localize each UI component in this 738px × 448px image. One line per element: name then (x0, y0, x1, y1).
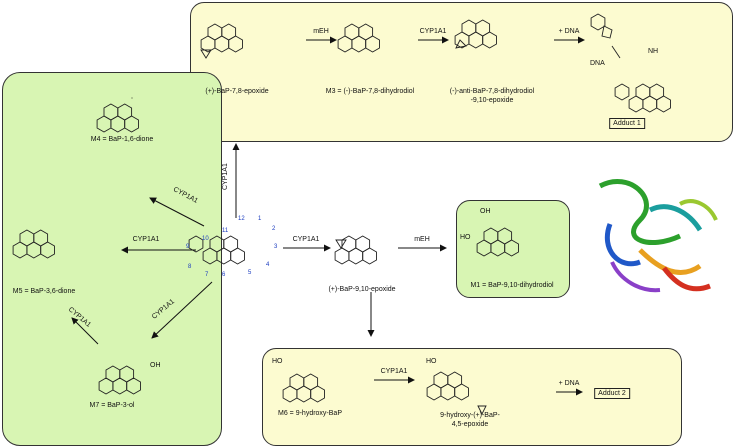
hydroxy-bap-45-epoxide-structure (427, 372, 487, 416)
protein-structure-icon (598, 179, 718, 293)
m7-structure (99, 366, 140, 394)
adduct1-label: Adduct 1 (609, 118, 645, 129)
arrow-right-label: CYP1A1 (292, 236, 320, 243)
adduct2-label: Adduct 2 (594, 388, 630, 399)
epoxide-label: (+)-BaP-9,10-epoxide (328, 286, 396, 293)
left-metabolite-box (2, 72, 222, 446)
ring-number-12: 12 (238, 216, 245, 222)
m6-structure (283, 374, 324, 402)
compound-m3: M3 = (-)-BaP-7,8-dihydrodiol (325, 88, 415, 95)
m1-oh-label: OH (480, 208, 491, 215)
center-bap-structure (188, 235, 244, 264)
bap-diol-epoxide-structure (455, 20, 496, 49)
ring-number-3: 3 (274, 244, 278, 250)
compound-bap-78-epoxide: (+)-BaP-7,8-epoxide (205, 88, 269, 95)
adduct1-structure (590, 13, 670, 112)
bap-78-dihydrodiol-structure (338, 24, 379, 52)
ring-number-5: 5 (248, 270, 252, 276)
arrow-dna-label: + DNA (558, 28, 580, 35)
m7-label: M7 = BaP-3-ol (89, 402, 135, 409)
arrow-dna-bottom: + DNA (558, 380, 580, 387)
arrow-m5-label: CYP1A1 (132, 236, 160, 243)
bap-78-epoxide-structure (200, 24, 243, 59)
ring-number-1: 1 (258, 216, 262, 222)
ring-number-4: 4 (266, 262, 270, 268)
m6-label: M6 = 9-hydroxy-BaP (278, 410, 342, 417)
nh-label: NH (648, 48, 659, 55)
m4-structure (97, 97, 138, 133)
arrow-up-label: CYP1A1 (222, 163, 229, 190)
ring-number-7: 7 (205, 272, 209, 278)
bottom-reaction-box (262, 348, 682, 446)
bap-910-epoxide-structure (335, 236, 376, 264)
arrow-cyp1a1-bottom: CYP1A1 (380, 368, 408, 375)
arrow-meh-label: mEH (313, 28, 329, 35)
ring-number-9: 9 (186, 244, 190, 250)
hydroxy-epoxide-ho: HO (426, 358, 437, 365)
m7-oh-label: OH (150, 362, 161, 369)
ring-number-11: 11 (222, 228, 229, 234)
compound-diol-epoxide-line1: (-)-anti-BaP-7,8-dihydrodiol (449, 88, 535, 95)
m4-label: M4 = BaP-1,6-dione (90, 136, 154, 143)
m1-structure (477, 228, 518, 256)
hydroxy-epoxide-line1: 9-hydroxy-(+)-BaP- (440, 412, 500, 419)
m1-box (456, 200, 570, 298)
compound-diol-epoxide-line2: -9,10-epoxide (470, 97, 514, 104)
m1-label: M1 = BaP-9,10-dihydrodiol (470, 282, 554, 289)
hydroxy-epoxide-line2: 4,5-epoxide (451, 421, 489, 428)
m5-structure (13, 230, 54, 258)
arrow-cyp1a1-top: CYP1A1 (419, 28, 447, 35)
ring-number-8: 8 (188, 264, 192, 270)
ring-number-2: 2 (272, 226, 276, 232)
m1-ho-label: HO (460, 234, 471, 241)
ring-number-6: 6 (222, 272, 226, 278)
dna-label: DNA (590, 60, 605, 67)
m5-label: M5 = BaP-3,6-dione (12, 288, 76, 295)
arrow-meh-center-label: mEH (414, 236, 430, 243)
ring-number-10: 10 (202, 236, 209, 242)
m6-ho-label: HO (272, 358, 283, 365)
